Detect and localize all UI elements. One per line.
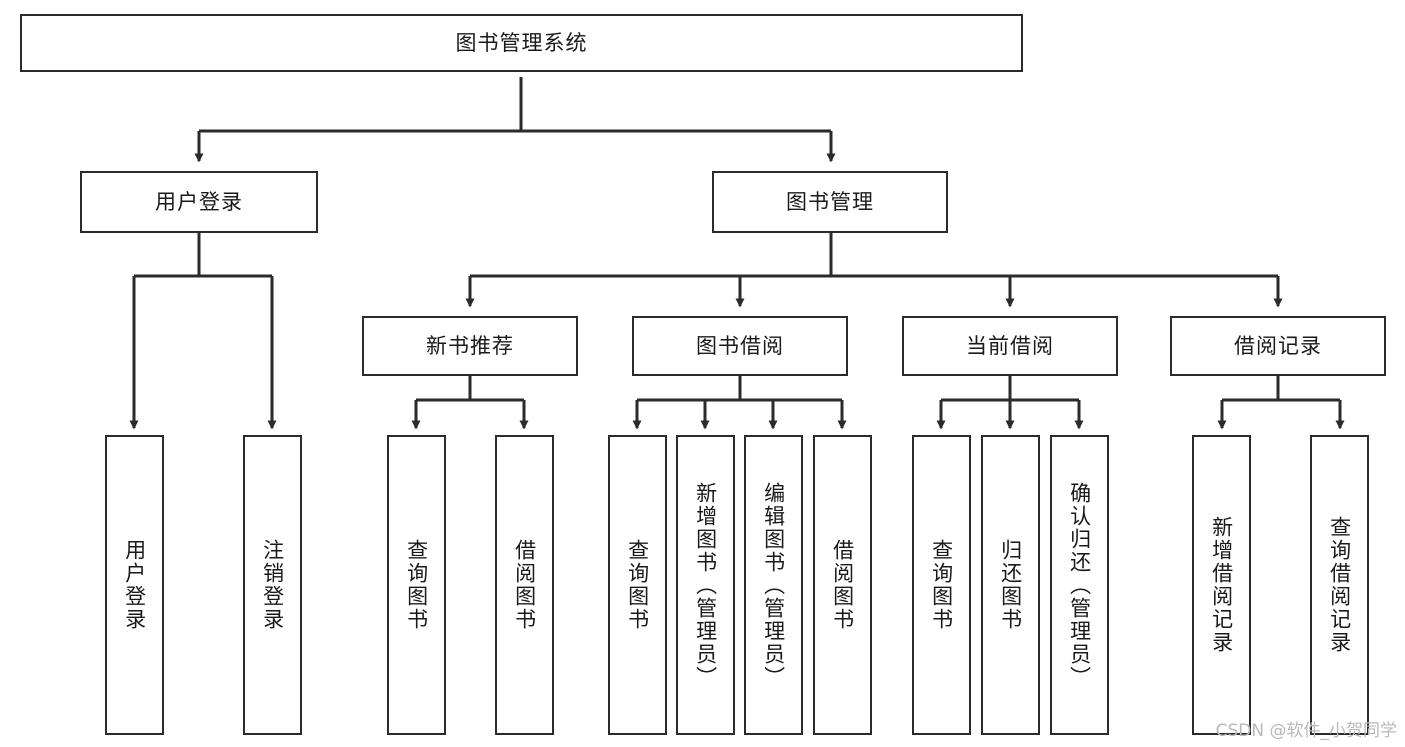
- node-label: 图书管理系统: [455, 30, 588, 55]
- node-label: 查询图书: [929, 539, 954, 631]
- node-current-borrow[interactable]: 当前借阅: [902, 316, 1118, 376]
- node-label: 新书推荐: [426, 333, 514, 358]
- node-label: 当前借阅: [966, 333, 1054, 358]
- node-user-login[interactable]: 用户登录: [80, 171, 318, 233]
- leaf-borrow-book-borrow[interactable]: 借阅图书: [813, 435, 872, 735]
- leaf-query-book-newbook[interactable]: 查询图书: [387, 435, 446, 735]
- leaf-query-borrow-record[interactable]: 查询借阅记录: [1310, 435, 1369, 735]
- node-label: 借阅图书: [830, 539, 855, 631]
- leaf-return-book[interactable]: 归还图书: [981, 435, 1040, 735]
- node-label: 用户登录: [122, 539, 147, 631]
- node-borrow-records[interactable]: 借阅记录: [1170, 316, 1386, 376]
- node-label: 借阅记录: [1234, 333, 1322, 358]
- node-book-borrow[interactable]: 图书借阅: [632, 316, 848, 376]
- leaf-query-book-borrow[interactable]: 查询图书: [608, 435, 667, 735]
- node-label: 图书借阅: [696, 333, 784, 358]
- node-label: 编辑图书（管理员）: [761, 481, 786, 689]
- node-new-book-recommend[interactable]: 新书推荐: [362, 316, 578, 376]
- leaf-logout-login[interactable]: 注销登录: [243, 435, 302, 735]
- node-label: 新增图书（管理员）: [693, 481, 718, 689]
- node-label: 注销登录: [260, 539, 285, 631]
- leaf-query-book-current[interactable]: 查询图书: [912, 435, 971, 735]
- node-label: 查询图书: [404, 539, 429, 631]
- leaf-confirm-return-admin[interactable]: 确认归还（管理员）: [1050, 435, 1109, 735]
- leaf-edit-book-admin[interactable]: 编辑图书（管理员）: [744, 435, 803, 735]
- leaf-add-book-admin[interactable]: 新增图书（管理员）: [676, 435, 735, 735]
- watermark-text: CSDN @软件_小贺同学: [1215, 721, 1397, 741]
- node-label: 用户登录: [155, 189, 243, 214]
- node-label: 借阅图书: [512, 539, 537, 631]
- node-label: 查询借阅记录: [1327, 516, 1352, 654]
- node-label: 归还图书: [998, 539, 1023, 631]
- node-root-system[interactable]: 图书管理系统: [20, 14, 1023, 72]
- node-label: 确认归还（管理员）: [1067, 481, 1092, 689]
- leaf-add-borrow-record[interactable]: 新增借阅记录: [1192, 435, 1251, 735]
- leaf-user-login[interactable]: 用户登录: [105, 435, 164, 735]
- leaf-borrow-book-newbook[interactable]: 借阅图书: [495, 435, 554, 735]
- node-book-management[interactable]: 图书管理: [712, 171, 948, 233]
- node-label: 图书管理: [786, 189, 874, 214]
- node-label: 查询图书: [625, 539, 650, 631]
- node-label: 新增借阅记录: [1209, 516, 1234, 654]
